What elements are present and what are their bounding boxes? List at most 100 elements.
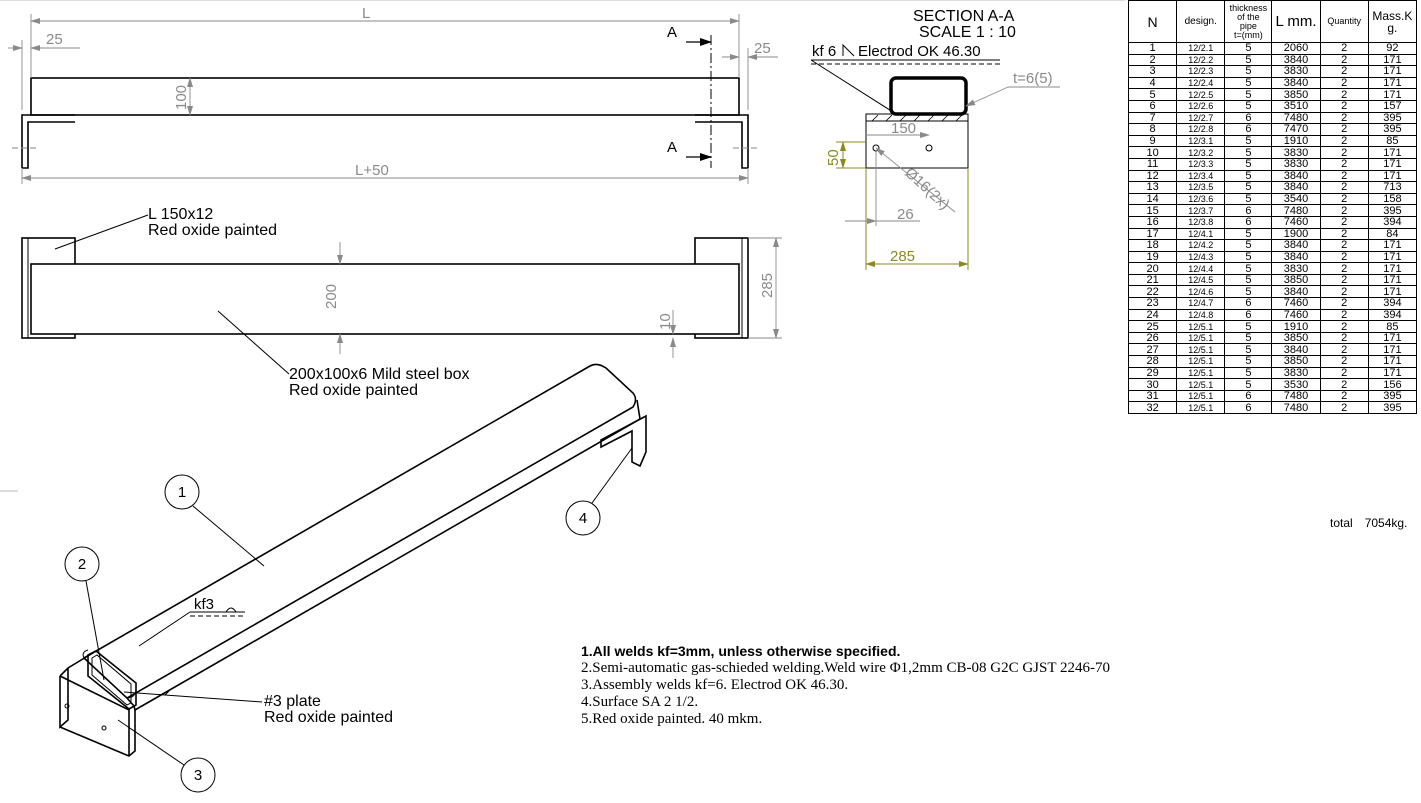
box-section: [889, 76, 968, 116]
table-cell: 2: [1319, 76, 1369, 90]
table-cell: 171: [1367, 65, 1418, 78]
table-cell: 3540: [1271, 192, 1321, 206]
table-cell: 5: [1127, 88, 1178, 101]
table-cell: 3850: [1271, 331, 1321, 345]
table-cell: 157: [1367, 99, 1418, 113]
table-cell: 5: [1224, 169, 1273, 183]
svg-text:2: 2: [78, 556, 86, 573]
table-cell: 2: [1319, 42, 1369, 55]
table-cell: 1900: [1271, 227, 1321, 241]
table-cell: 12/4.7: [1176, 297, 1226, 310]
angle-left-elevation: [21, 114, 75, 169]
table-cell: 2: [1319, 250, 1369, 264]
note-1: 1.All welds kf=3mm, unless otherwise spe…: [581, 643, 901, 659]
iso-weld-kf3: kf3: [194, 596, 214, 613]
section-title: SECTION A-A: [913, 8, 1015, 25]
table-cell: 2: [1319, 53, 1369, 67]
table-cell: 7480: [1271, 389, 1321, 403]
table-cell: 12/5.1: [1176, 320, 1226, 333]
table-cell: 2: [1319, 355, 1369, 368]
table-cell: 92: [1367, 42, 1418, 55]
table-cell: 12/2.2: [1176, 53, 1226, 67]
table-cell: 5: [1224, 42, 1273, 55]
table-cell: 6: [1224, 215, 1273, 229]
angle-near-iso: [59, 710, 136, 757]
table-cell: 2: [1319, 157, 1369, 171]
table-cell: 2: [1319, 134, 1369, 148]
note-4: 4.Surface SA 2 1/2.: [581, 694, 699, 710]
table-cell: 32: [1127, 401, 1178, 414]
dim-200: 200: [323, 284, 340, 309]
table-cell: 15: [1127, 204, 1178, 217]
table-cell: 12/5.1: [1176, 389, 1226, 403]
table-header-row: N design. thickness of the pipe t=(mm) L…: [1127, 0, 1418, 43]
table-cell: 28: [1127, 355, 1178, 368]
table-cell: 7460: [1271, 308, 1321, 322]
plate-label-2: Red oxide painted: [264, 709, 393, 726]
table-cell: 5: [1224, 157, 1273, 171]
table-cell: 2: [1319, 366, 1369, 380]
plan-view: 200 285 10 L 150x12 Red oxide painted 20…: [21, 206, 782, 399]
table-cell: 6: [1224, 111, 1273, 125]
table-cell: 26: [1127, 331, 1178, 345]
table-cell: 394: [1367, 297, 1418, 310]
table-cell: 171: [1367, 157, 1418, 171]
table-cell: 22: [1127, 285, 1178, 299]
table-cell: 5: [1224, 262, 1273, 275]
table-cell: 20: [1127, 262, 1178, 275]
table-cell: 2: [1319, 297, 1369, 310]
dim-L50: L+50: [355, 162, 389, 179]
table-cell: 5: [1224, 239, 1273, 252]
table-cell: 395: [1367, 389, 1418, 403]
section-view: SECTION A-A SCALE 1 : 10 kf 6 Electrod O…: [810, 8, 1060, 270]
table-cell: 171: [1367, 250, 1418, 264]
table-cell: 171: [1367, 366, 1418, 380]
table-cell: 7480: [1271, 204, 1321, 217]
table-cell: 3840: [1271, 239, 1321, 252]
table-cell: 3840: [1271, 343, 1321, 357]
col-thickness: thickness of the pipe t=(mm): [1224, 0, 1273, 43]
dim-50: 50: [825, 149, 842, 166]
table-cell: 5: [1224, 192, 1273, 206]
table-cell: 12/4.6: [1176, 285, 1226, 299]
table-cell: 2: [1319, 285, 1369, 299]
table-cell: 27: [1127, 343, 1178, 357]
table-cell: 12/2.7: [1176, 111, 1226, 125]
table-cell: 30: [1127, 378, 1178, 391]
col-quantity: Quantity: [1319, 0, 1369, 43]
table-cell: 3840: [1271, 76, 1321, 90]
table-cell: 12/5.1: [1176, 343, 1226, 357]
table-cell: 12/2.4: [1176, 76, 1226, 90]
table-cell: 12/5.1: [1176, 401, 1226, 414]
table-cell: 12/4.1: [1176, 227, 1226, 241]
table-cell: 5: [1224, 76, 1273, 90]
table-cell: 5: [1224, 285, 1273, 299]
table-cell: 158: [1367, 192, 1418, 206]
table-cell: 12/3.4: [1176, 169, 1226, 183]
table-cell: 3840: [1271, 169, 1321, 183]
table-cell: 85: [1367, 320, 1418, 333]
table-cell: 3850: [1271, 88, 1321, 101]
table-cell: 5: [1224, 65, 1273, 78]
table-cell: 7: [1127, 111, 1178, 125]
table-cell: 2: [1319, 65, 1369, 78]
angle-label-1: L 150x12: [148, 206, 213, 223]
dim-26: 26: [897, 206, 914, 223]
table-cell: 25: [1127, 320, 1178, 333]
table-cell: 3850: [1271, 273, 1321, 287]
table-cell: 171: [1367, 273, 1418, 287]
table-cell: 3830: [1271, 262, 1321, 275]
